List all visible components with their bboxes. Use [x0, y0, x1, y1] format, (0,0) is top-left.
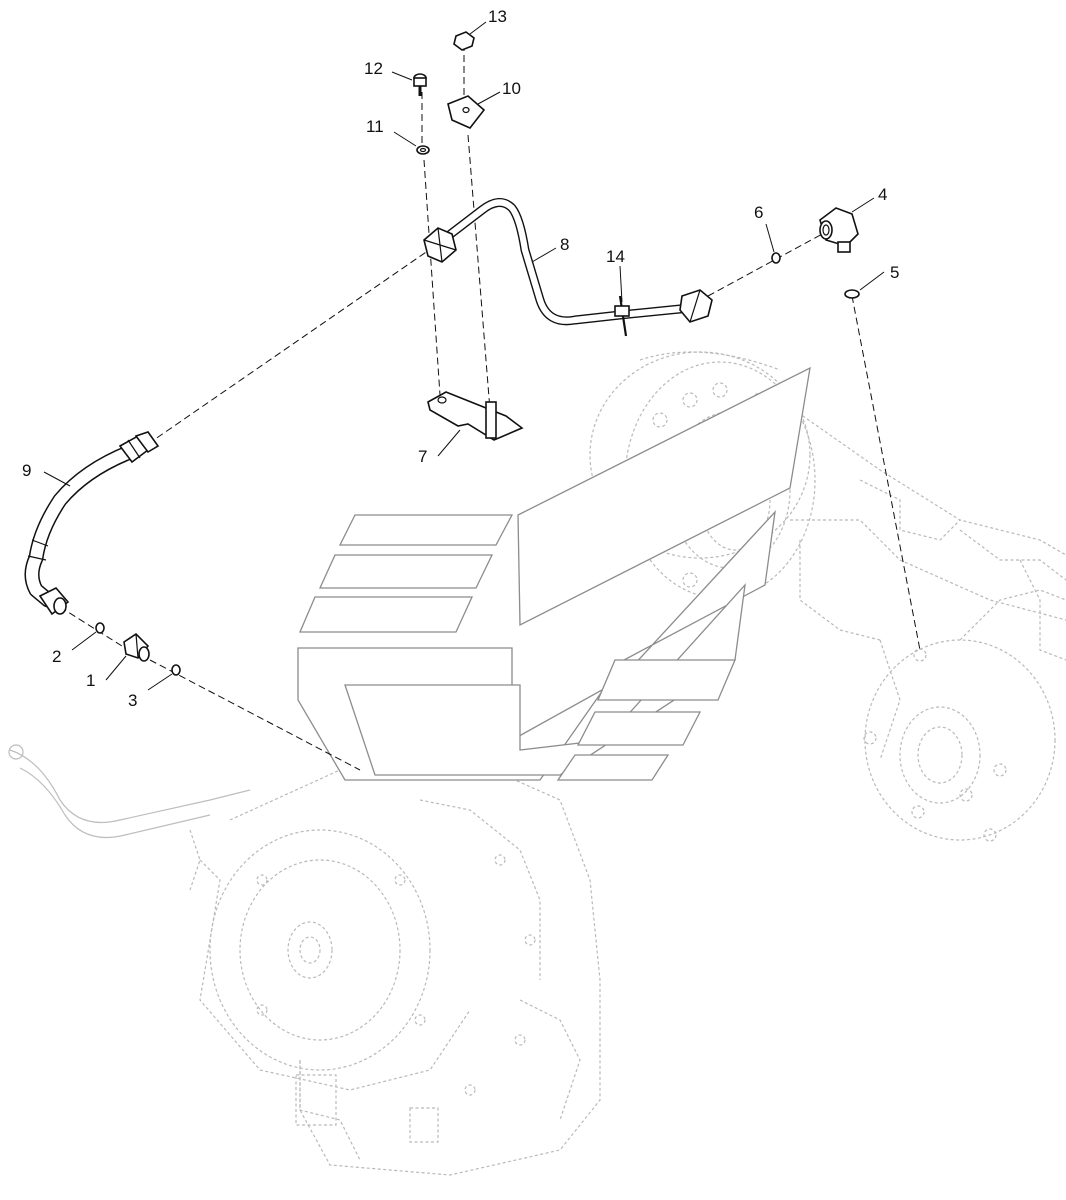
callout-10: 10 [502, 79, 521, 98]
callout-6: 6 [754, 203, 763, 222]
washer-11 [416, 145, 430, 155]
tube-nut-left [423, 227, 457, 263]
callout-1: 1 [86, 671, 95, 690]
steel-tube [423, 198, 713, 326]
ghost-axle [589, 351, 1066, 842]
callout-8: 8 [560, 235, 569, 254]
callout-12: 12 [364, 59, 383, 78]
o-ring-3 [171, 664, 181, 676]
assembly-lines [59, 44, 921, 771]
callout-13: 13 [488, 7, 507, 26]
callout-14: 14 [606, 247, 625, 266]
callout-5: 5 [890, 263, 899, 282]
watermark-logo [297, 366, 811, 781]
callout-3: 3 [128, 691, 137, 710]
bracket-plate [427, 391, 524, 441]
leader-lines [43, 21, 885, 691]
ghost-transmission [8, 734, 601, 1176]
tube-nut-right [679, 289, 713, 323]
callout-7: 7 [418, 447, 427, 466]
elbow-fitting [819, 207, 859, 253]
bolt-12 [413, 73, 427, 96]
callout-11: 11 [366, 117, 384, 136]
callout-labels: 1 2 3 4 5 6 7 8 9 10 11 12 13 14 [22, 7, 899, 710]
seal-washer-5 [844, 289, 860, 299]
clip-bracket [447, 95, 486, 129]
o-ring-2 [95, 622, 105, 634]
hose [24, 431, 160, 616]
tube-clip [614, 295, 630, 337]
adapter [123, 632, 150, 662]
callout-4: 4 [878, 185, 887, 204]
hose-fitting-upper [118, 431, 160, 464]
callout-2: 2 [52, 647, 61, 666]
callout-9: 9 [22, 461, 31, 480]
nut-13 [453, 31, 475, 51]
o-ring-6 [771, 252, 781, 264]
hose-fitting-lower [38, 587, 70, 616]
